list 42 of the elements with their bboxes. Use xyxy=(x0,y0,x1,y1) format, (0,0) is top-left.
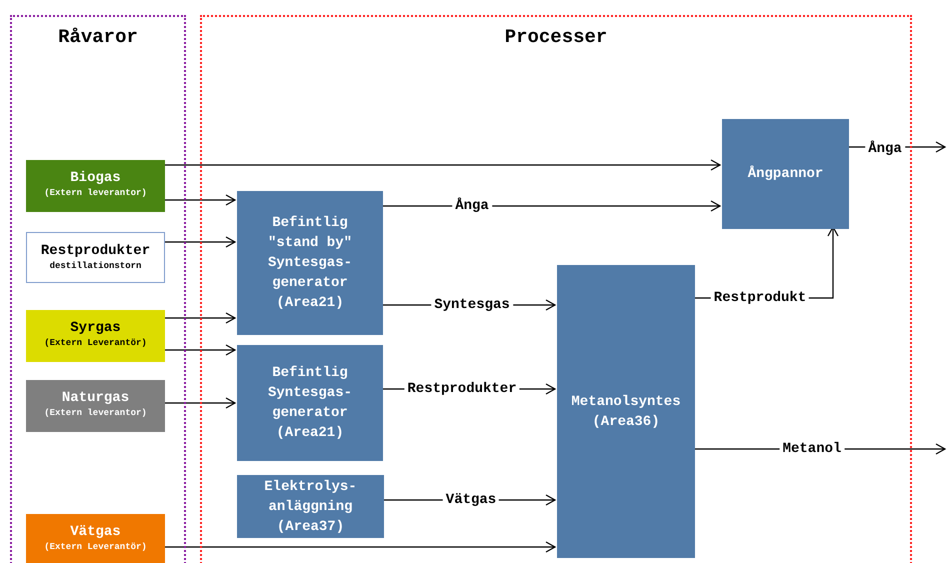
arrow xyxy=(163,344,236,356)
process-box xyxy=(237,475,384,538)
arrow xyxy=(163,236,236,248)
process-box xyxy=(557,265,695,558)
input-box xyxy=(26,232,165,283)
arrow xyxy=(163,194,236,206)
input-box xyxy=(26,380,165,432)
edge-label: Restprodukter xyxy=(404,381,520,397)
input-box xyxy=(26,514,165,563)
input-name: Naturgas xyxy=(62,390,130,408)
edge-label: Ånga xyxy=(865,141,905,157)
region-title: Råvaror xyxy=(57,25,139,50)
arrow xyxy=(163,312,236,324)
input-box xyxy=(26,310,165,362)
process-box xyxy=(237,191,383,335)
process-label: Metanolsyntes (Area36) xyxy=(570,392,682,432)
edge-label: Vätgas xyxy=(442,492,500,508)
process-label: Befintlig "stand by" Syntesgas-generator (Area21) xyxy=(266,214,353,313)
arrow xyxy=(163,397,236,409)
process-box xyxy=(237,345,383,461)
input-name: Biogas xyxy=(70,170,121,188)
edge-label: Ånga xyxy=(452,198,492,214)
region-band xyxy=(200,15,912,563)
process-label: Befintlig Syntesgas-generator (Area21) xyxy=(266,364,353,443)
input-box xyxy=(26,160,165,212)
input-note: (Extern leverantor) xyxy=(44,408,147,419)
input-note: destillationstorn xyxy=(50,260,142,272)
arrow xyxy=(163,541,556,553)
input-name: Syrgas xyxy=(70,320,121,338)
input-note: (Extern leverantor) xyxy=(44,188,147,199)
input-name: Vätgas xyxy=(70,524,121,542)
input-name: Restprodukter xyxy=(40,243,150,260)
input-note: (Extern Leverantör) xyxy=(44,338,147,349)
region-band xyxy=(10,15,186,563)
process-label: Ångpannor xyxy=(748,164,824,184)
edge-label: Syntesgas xyxy=(431,297,513,313)
edge-label: Restprodukt xyxy=(710,290,810,306)
region-title: Processer xyxy=(504,25,608,50)
arrow xyxy=(163,159,721,171)
input-note: (Extern Leverantör) xyxy=(44,542,147,553)
process-label: Elektrolys-anläggning (Area37) xyxy=(263,478,358,536)
process-box xyxy=(722,119,849,229)
